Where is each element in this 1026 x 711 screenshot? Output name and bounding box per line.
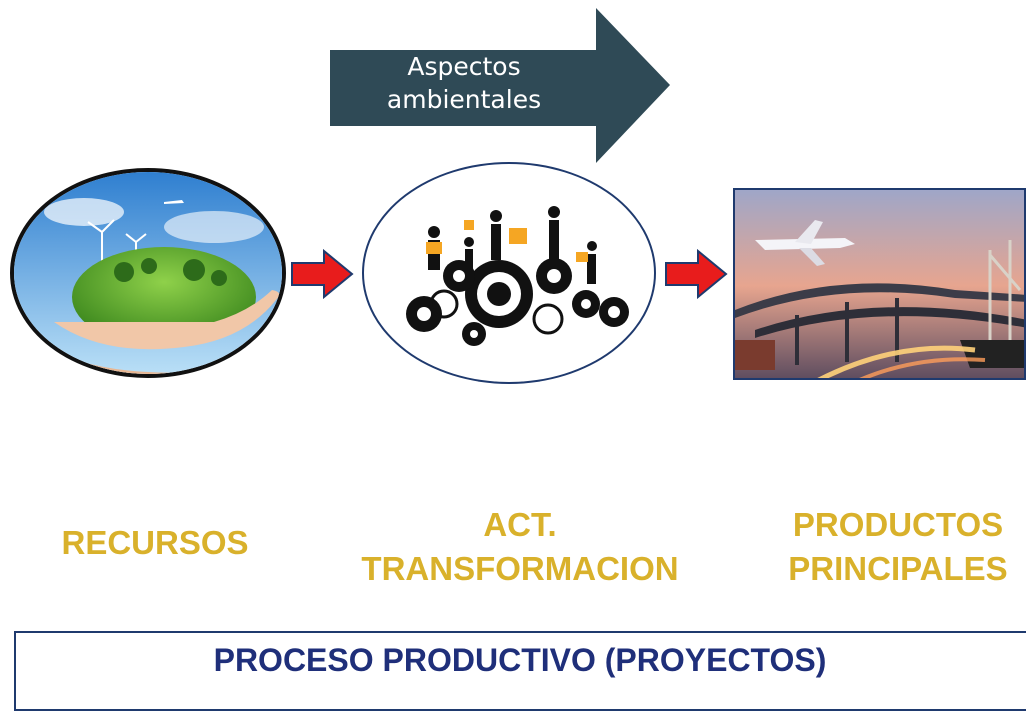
transport-infrastructure-image bbox=[733, 188, 1026, 380]
aspect-arrow-shape bbox=[330, 8, 670, 163]
flow-arrow-2-icon bbox=[665, 249, 728, 299]
stage-label-products-line1: PRODUCTOS bbox=[792, 506, 1004, 543]
stage-label-resources: RECURSOS bbox=[61, 524, 249, 561]
stage-label-transformation-line2: TRANSFORMACION bbox=[361, 550, 679, 587]
workers-gears-icon bbox=[362, 162, 656, 384]
flow-arrow-1-icon bbox=[291, 249, 354, 299]
earth-in-hand-image bbox=[10, 168, 286, 378]
aspect-arrow-label: Aspectos ambientales bbox=[386, 52, 542, 114]
stage-label-transformation-line1: ACT. bbox=[483, 506, 557, 543]
stage-label-products-line2: PRINCIPALES bbox=[788, 550, 1008, 587]
process-title: PROCESO PRODUCTIVO (PROYECTOS) bbox=[213, 642, 827, 678]
